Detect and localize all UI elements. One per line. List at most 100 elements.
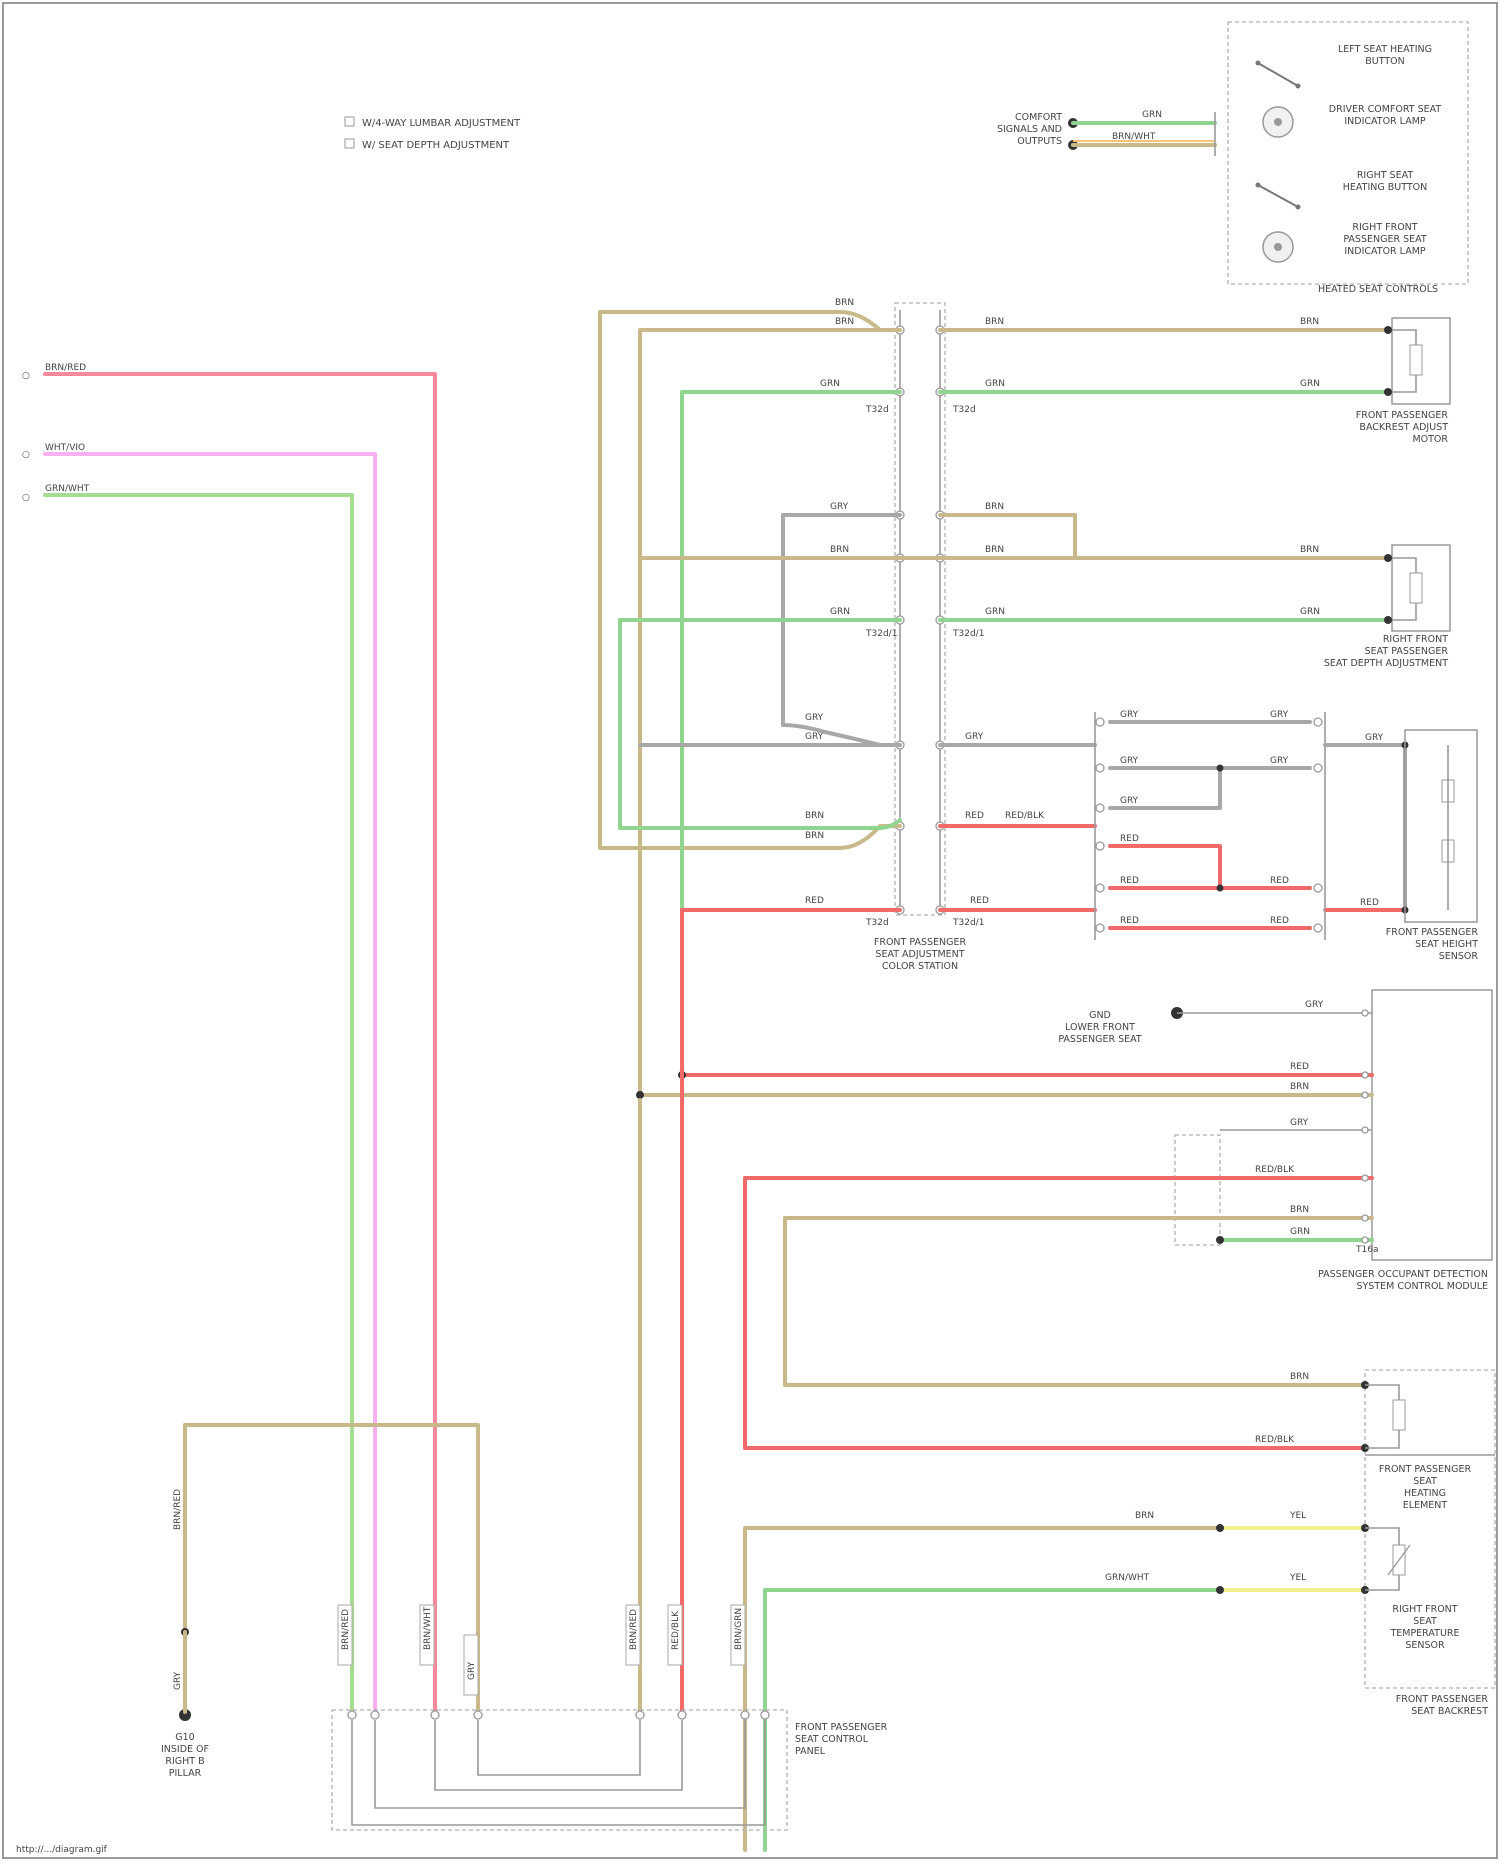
riser-label-1: BRN/WHT — [423, 1606, 433, 1650]
gnd-wire-label-2: GRY — [173, 1671, 183, 1690]
footer-url: http://.../diagram.gif — [16, 1845, 108, 1855]
riser-label-0: BRN/RED — [341, 1609, 351, 1650]
wire-label-28: RED/BLK — [1255, 1165, 1295, 1175]
riser-label-4: RED/BLK — [671, 1610, 681, 1650]
input-bottom-label: GRN/WHT — [45, 484, 90, 494]
seat-heat-tan-label: BRN — [1135, 1511, 1154, 1521]
wire-label-17: GRY — [965, 732, 984, 742]
conn-pin-mid-right: T32d/1 — [952, 629, 984, 639]
wire-label-15: GRY — [805, 713, 824, 723]
wire-label-27: GRY — [1290, 1118, 1309, 1128]
input-top-label: BRN/RED — [45, 363, 86, 373]
backrest-motor-text: FRONT PASSENGERBACKREST ADJUSTMOTOR — [1356, 410, 1449, 445]
wire-label-38: RED — [1120, 834, 1139, 844]
wire-label-43: GRY — [1365, 733, 1384, 743]
wire-label-14: GRN — [1300, 607, 1320, 617]
wire-label-35: GRY — [1120, 756, 1139, 766]
input-mid-label: WHT/VIO — [45, 443, 85, 453]
wire-label-36: GRY — [1270, 756, 1289, 766]
wire-label-0: BRN — [835, 317, 854, 327]
conn-pin-mid-left: T32d/1 — [865, 629, 897, 639]
connector-wires — [600, 312, 1390, 1100]
wire-label-31: BRN — [1290, 1372, 1309, 1382]
switch-wire-brnwht-label: BRN/WHT — [1112, 132, 1156, 142]
wire-label-20: RED — [965, 811, 984, 821]
motor-icon — [1410, 345, 1422, 375]
wire-label-3: BRN — [1300, 317, 1319, 327]
wire-label-18: BRN — [805, 811, 824, 821]
page-frame — [3, 3, 1497, 1858]
connector-strip: T32d T32d T32d/1 T32d/1 T32d T32d/1 FRON… — [865, 303, 984, 972]
heating-element-caption: FRONT PASSENGERSEATHEATINGELEMENT — [1379, 1464, 1472, 1511]
wire-label-16: GRY — [805, 732, 824, 742]
legend-line-2: W/ SEAT DEPTH ADJUSTMENT — [362, 140, 510, 151]
wire-label-13: GRN — [985, 607, 1005, 617]
wire-label-33: GRY — [1120, 710, 1139, 720]
svg-text:○: ○ — [22, 371, 30, 381]
conn-pin-bot-left: T32d — [865, 918, 889, 928]
wire-label-12: GRN — [830, 607, 850, 617]
conn-pin-top-right: T32d — [952, 405, 976, 415]
wire-label-24: GRY — [1305, 1000, 1324, 1010]
wire-label-8: BRN — [985, 502, 1004, 512]
wire-label-6: GRN — [1300, 379, 1320, 389]
wire-label-40: RED — [1270, 876, 1289, 886]
module-pin-label: T16a — [1355, 1245, 1378, 1255]
riser-label-5: BRN/GRN — [734, 1608, 744, 1650]
riser-label-3: BRN/RED — [629, 1609, 639, 1650]
heating-element-text: FRONT PASSENGERSEATHEATINGELEMENT — [1379, 1464, 1472, 1511]
wire-label-39: RED — [1120, 876, 1139, 886]
left-inputs: ○ ○ ○ BRN/RED WHT/VIO GRN/WHT — [22, 363, 435, 1712]
wire-label-34: GRY — [1270, 710, 1289, 720]
wire-label-26: BRN — [1290, 1082, 1309, 1092]
control-panel: G10INSIDE OFRIGHT BPILLAR BRN/RED GRY BR… — [161, 910, 888, 1830]
conn-pin-top-left: T32d — [865, 405, 889, 415]
wire-label-7: GRY — [830, 502, 849, 512]
wire-label-1: BRN — [835, 298, 854, 308]
seat-heat-green-label: GRN/WHT — [1105, 1573, 1150, 1583]
wire-label-11: BRN — [1300, 545, 1319, 555]
wire-grn-wht-input — [45, 495, 352, 1712]
wire-label-42: RED — [1270, 916, 1289, 926]
switch-wire-grn-label: GRN — [1142, 110, 1162, 120]
seat-backrest-caption: FRONT PASSENGERSEAT BACKREST — [1396, 1694, 1489, 1717]
wire-label-41: RED — [1120, 916, 1139, 926]
heating-element-icon — [1393, 1400, 1405, 1430]
gnd-wire-label: BRN/RED — [173, 1489, 183, 1530]
wire-label-5: GRN — [985, 379, 1005, 389]
wire-label-37: GRY — [1120, 796, 1139, 806]
heated-seat-controls-caption: HEATED SEAT CONTROLS — [1318, 284, 1438, 295]
wire-label-32: RED/BLK — [1255, 1435, 1295, 1445]
wire-label-29: BRN — [1290, 1205, 1309, 1215]
svg-text:○: ○ — [22, 450, 30, 460]
legend-line-1: W/4-WAY LUMBAR ADJUSTMENT — [362, 118, 521, 129]
wire-label-19: BRN — [805, 831, 824, 841]
